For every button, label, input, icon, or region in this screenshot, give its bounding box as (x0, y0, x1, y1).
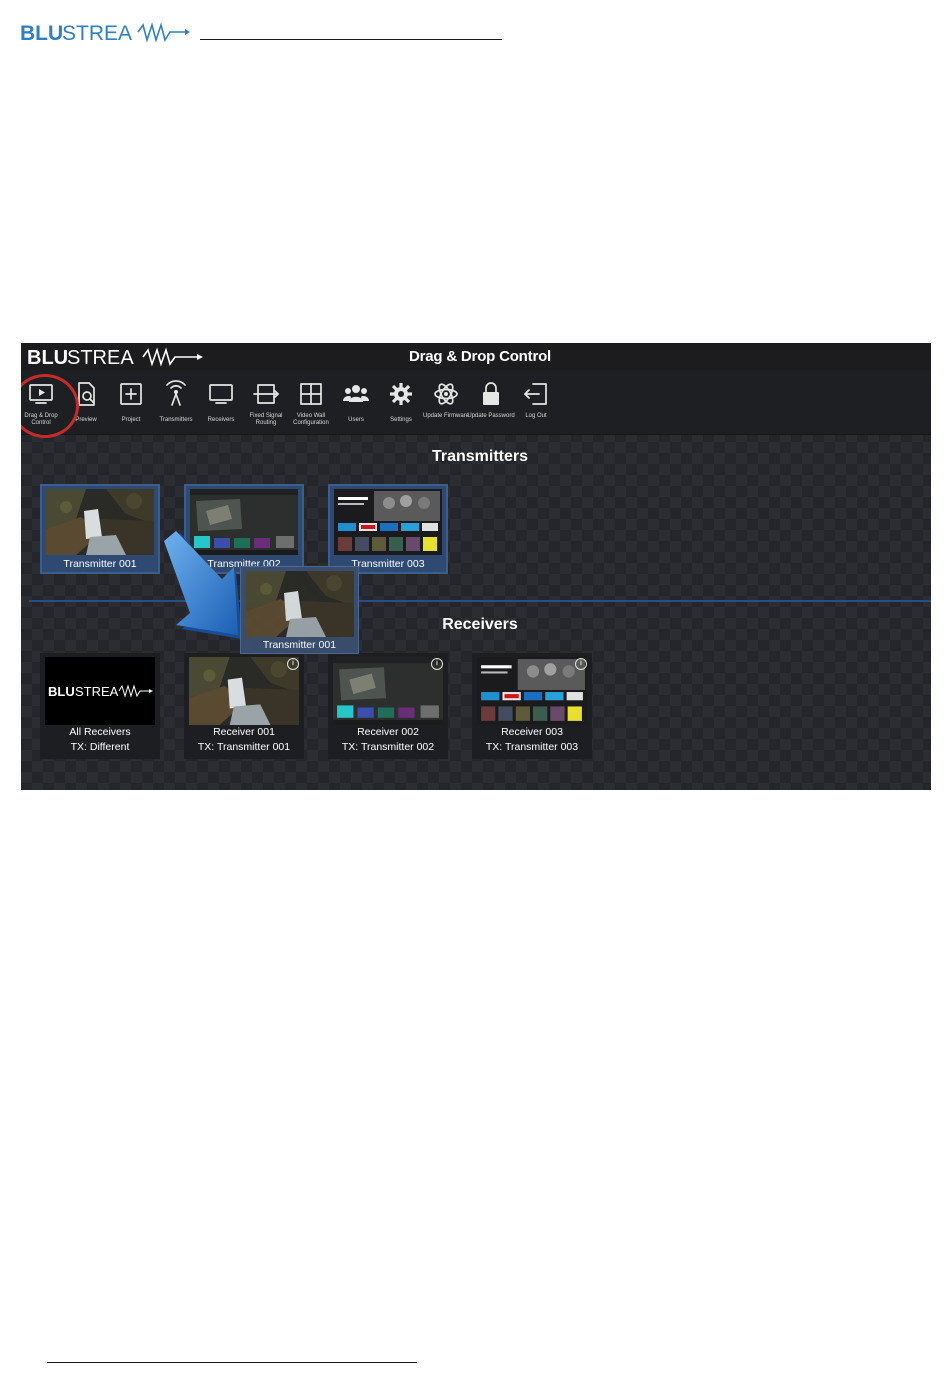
plus-box-icon (120, 383, 142, 405)
toolbar-item-label: Receivers (207, 417, 235, 423)
toolbar-item-label: Project (121, 417, 141, 423)
antenna-icon (166, 380, 186, 406)
highlight-ring (21, 374, 79, 438)
toolbar-item-label: Log Out (525, 413, 547, 419)
receiver-label: All Receivers (69, 726, 131, 738)
svg-text:BLU: BLU (48, 684, 75, 699)
toolbar-item-label: Update Password (467, 413, 515, 419)
transmitter-label: Transmitter 001 (63, 558, 137, 570)
toolbar-item-log-out[interactable]: Log Out (514, 370, 558, 434)
transmitters-heading: Transmitters (431, 448, 529, 465)
routing-arrows-icon (253, 384, 279, 404)
receiver-tx-label: TX: Transmitter 002 (341, 741, 435, 753)
toolbar-item-transmitters[interactable]: Transmitters (154, 370, 198, 434)
toolbar-item-users[interactable]: Users (334, 370, 378, 434)
toolbar-item-label: Transmitters (159, 417, 193, 423)
receiver-tx-label: TX: Different (70, 741, 130, 753)
toolbar-item-label: Fixed Signal Routing (249, 413, 283, 426)
toolbar-item-preview[interactable]: Preview (64, 370, 108, 434)
receiver-thumbnail (477, 657, 587, 725)
toolbar-item-project[interactable]: Project (109, 370, 153, 434)
app-logo: BLU STREA (27, 347, 203, 367)
svg-text:BLU: BLU (20, 22, 63, 45)
svg-text:STREA: STREA (75, 684, 119, 699)
footer-rule (47, 1362, 417, 1363)
grid-icon (300, 383, 322, 405)
blustream-logo: BLU STREA (20, 22, 190, 45)
toolbar-item-video-wall[interactable]: Video Wall Configuration (289, 370, 333, 434)
users-icon (343, 385, 369, 402)
svg-text:BLU: BLU (27, 347, 68, 367)
transmitter-card[interactable]: Transmitter 002 (184, 484, 304, 574)
receiver-label: Receiver 003 (501, 726, 563, 738)
receiver-thumbnail (333, 657, 443, 725)
receiver-tx-label: TX: Transmitter 003 (485, 741, 579, 753)
receivers-heading: Receivers (442, 616, 518, 633)
app-screenshot: BLU STREA Drag & Drop Control Drag & Dro… (21, 343, 931, 790)
transmitter-thumbnail (334, 489, 442, 555)
drag-arrow-icon (164, 531, 242, 639)
monitor-icon (209, 384, 233, 404)
toolbar-item-label: Update Firmware (422, 413, 469, 419)
toolbar-item-receivers[interactable]: Receivers (199, 370, 243, 434)
dragging-transmitter-card[interactable]: Transmitter 001 (240, 566, 359, 654)
lock-icon (483, 382, 499, 405)
svg-text:STREA: STREA (62, 22, 132, 45)
info-icon[interactable]: i (287, 658, 299, 670)
toolbar-item-update-firmware[interactable]: Update Firmware (423, 370, 469, 434)
receiver-label: Receiver 002 (357, 726, 419, 738)
toolbar-item-label: Video Wall Configuration (293, 413, 329, 426)
transmitter-thumbnail (190, 489, 298, 555)
dragging-label: Transmitter 001 (262, 639, 337, 651)
logout-icon (524, 383, 547, 405)
preview-search-icon (78, 382, 95, 406)
section-divider (29, 600, 931, 602)
info-icon[interactable]: i (575, 658, 587, 670)
atom-icon (434, 383, 458, 405)
info-icon[interactable]: i (431, 658, 443, 670)
app-header: BLU STREA Drag & Drop Control (21, 343, 931, 370)
toolbar-item-settings[interactable]: Settings (379, 370, 423, 434)
toolbar-item-label: Users (348, 417, 364, 423)
receiver-label: Receiver 001 (213, 726, 275, 738)
toolbar-item-fixed-signal-routing[interactable]: Fixed Signal Routing (244, 370, 288, 434)
transmitter-label: Transmitter 003 (351, 558, 425, 570)
transmitter-thumbnail (46, 489, 154, 555)
header-rule (200, 39, 502, 40)
dragging-thumbnail (246, 571, 354, 637)
svg-text:STREA: STREA (67, 347, 134, 367)
toolbar-item-label: Preview (75, 417, 97, 423)
transmitter-card[interactable]: Transmitter 001 (40, 484, 160, 574)
toolbar-item-update-password[interactable]: Update Password (467, 370, 515, 434)
receiver-tx-label: TX: Transmitter 001 (197, 741, 291, 753)
receiver-thumbnail (189, 657, 299, 725)
page-title: Drag & Drop Control (408, 348, 552, 365)
transmitter-card[interactable]: Transmitter 003 (328, 484, 448, 574)
toolbar-item-label: Settings (390, 417, 412, 423)
gear-icon (390, 383, 412, 405)
